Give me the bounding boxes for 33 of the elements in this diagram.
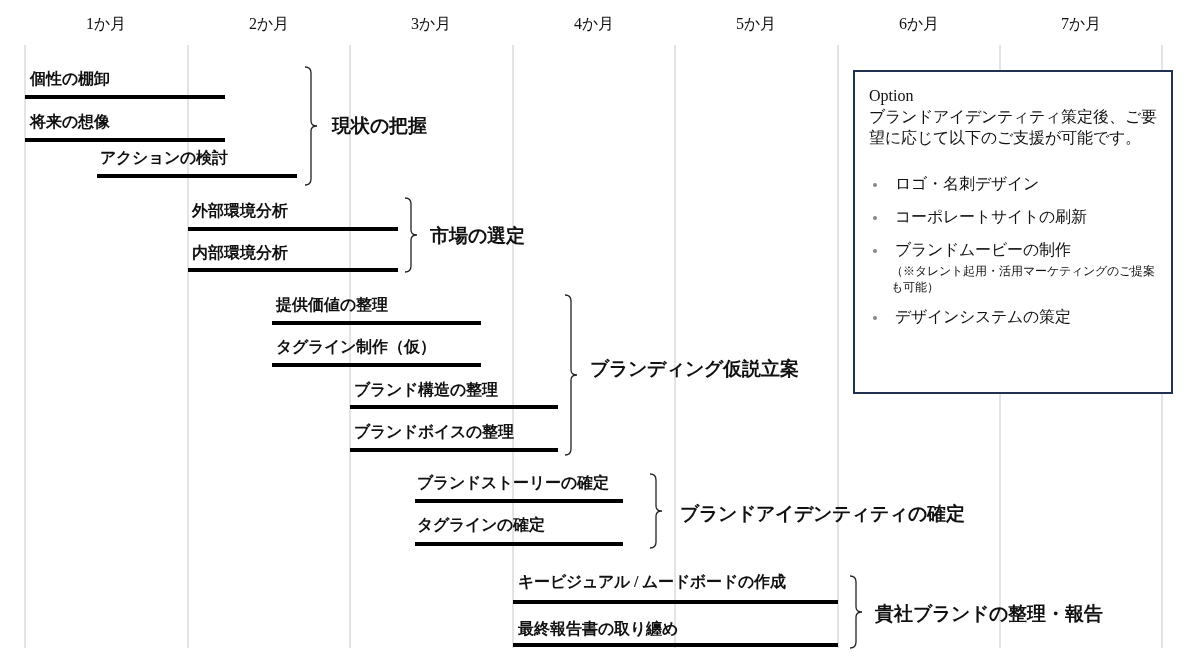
phase-label: ブランディング仮説立案 <box>590 358 799 381</box>
task-label: ブランドボイスの整理 <box>354 422 514 442</box>
bullet-item: ブランドムービーの制作 <box>869 240 1157 261</box>
note-box <box>853 70 1173 394</box>
phase-label: 市場の選定 <box>430 225 525 248</box>
task-label: 最終報告書の取り纏め <box>518 619 678 639</box>
task-label: 将来の想像 <box>30 112 110 132</box>
month-label: 2か月 <box>249 14 289 34</box>
task-label: ブランド構造の整理 <box>354 380 498 400</box>
note-text: （※タレント起用・活用マーケティングのご提案も可能） <box>891 262 1156 296</box>
task-label: 外部環境分析 <box>192 201 288 221</box>
task-label: タグラインの確定 <box>417 515 545 535</box>
month-label: 6か月 <box>899 14 939 34</box>
bullet-item: コーポレートサイトの刷新 <box>869 207 1157 228</box>
task-label: ブランドストーリーの確定 <box>417 473 609 493</box>
note-text: ブランドアイデンティティ策定後、ご要望に応じて以下のご支援が可能です。 <box>869 106 1157 148</box>
task-label: 内部環境分析 <box>192 243 288 263</box>
month-label: 4か月 <box>574 14 614 34</box>
bullet-item: デザインシステムの策定 <box>869 307 1157 328</box>
bullet-item: ロゴ・名刺デザイン <box>869 174 1157 196</box>
month-label: 1か月 <box>86 14 126 34</box>
note-heading: Option <box>869 86 915 107</box>
task-label: 個性の棚卸 <box>30 69 110 89</box>
phase-label: ブランドアイデンティティの確定 <box>680 503 965 526</box>
task-label: タグライン制作（仮） <box>276 337 436 357</box>
month-label: 5か月 <box>736 14 776 34</box>
month-label: 3か月 <box>411 14 451 34</box>
month-label: 7か月 <box>1061 14 1101 34</box>
phase-label: 貴社ブランドの整理・報告 <box>875 603 1103 626</box>
task-label: アクションの検討 <box>100 148 228 168</box>
phase-label: 現状の把握 <box>332 115 427 138</box>
task-label: 提供価値の整理 <box>276 295 388 315</box>
task-label: キービジュアル / ムードボードの作成 <box>518 572 787 592</box>
